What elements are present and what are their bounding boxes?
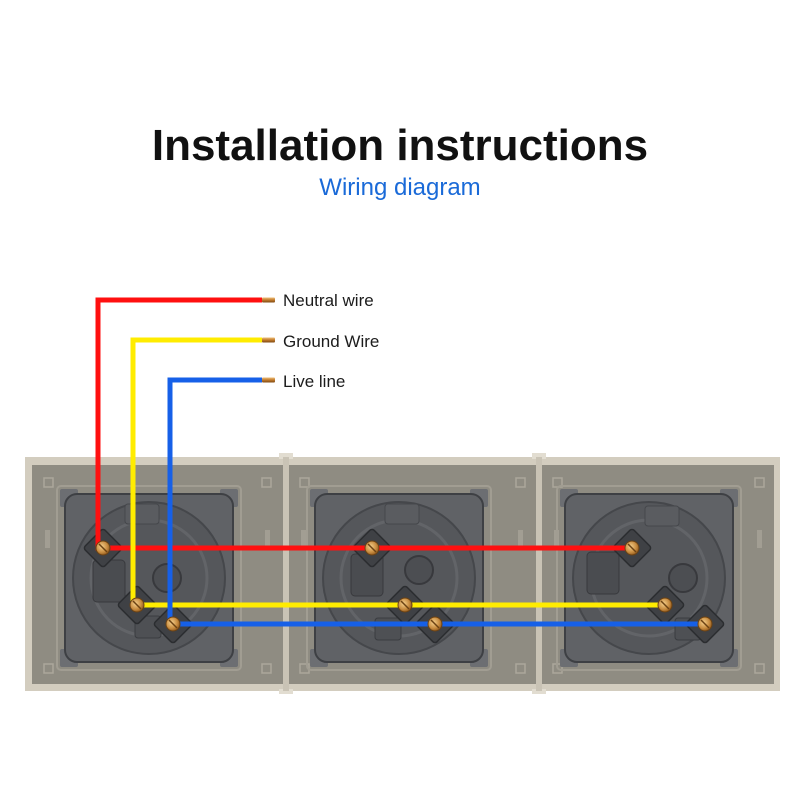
terminal-screws: [95, 540, 713, 632]
corner-marker: [515, 663, 526, 674]
corner-marker: [754, 663, 765, 674]
plate-corner-markers: [43, 477, 765, 674]
side-slot: [45, 530, 50, 548]
legend-label-ground: Ground Wire: [283, 332, 380, 351]
socket-module-left: [56, 485, 242, 671]
screw-icon: [165, 616, 181, 632]
top-clip: [384, 503, 420, 525]
page-title: Installation instructions: [151, 121, 649, 170]
socket-module-right: [556, 485, 742, 671]
screw-icon: [657, 597, 673, 613]
mounting-boss: [404, 555, 434, 585]
legend-label-live: Live line: [283, 372, 346, 391]
legend-label-neutral: Neutral wire: [283, 291, 374, 310]
screw-icon: [364, 540, 380, 556]
corner-marker: [261, 663, 272, 674]
page-subtitle: Wiring diagram: [319, 174, 481, 201]
terminal-blocks: [83, 528, 725, 644]
panel-joint-bump: [532, 689, 546, 694]
panel-joint-bump: [532, 453, 546, 459]
module-seat: [306, 485, 492, 671]
corner-marker: [261, 477, 272, 488]
wire-end-icon: [262, 377, 275, 383]
bottom-guide: [374, 617, 402, 641]
screw-icon: [624, 540, 640, 556]
panel-joint-bump: [279, 689, 293, 694]
module-seat: [556, 485, 742, 671]
mounting-boss: [668, 563, 698, 593]
corner-marker: [43, 477, 54, 488]
screw-icon: [129, 597, 145, 613]
screw-icon: [397, 597, 413, 613]
mounting-boss: [152, 563, 182, 593]
socket-module-middle: [306, 485, 492, 671]
corner-marker: [43, 663, 54, 674]
socket-modules: [56, 485, 742, 671]
wire-end-icon: [262, 297, 275, 303]
corner-marker: [754, 477, 765, 488]
socket-round-body: [572, 501, 726, 655]
screw-icon: [427, 616, 443, 632]
screw-icon: [95, 540, 111, 556]
earth-contact-block: [586, 551, 620, 595]
panel-joint-bump: [279, 453, 293, 459]
wire-ends: [262, 297, 275, 383]
side-slot: [265, 530, 270, 548]
plate-divider: [283, 457, 289, 691]
top-clip: [124, 503, 160, 525]
top-clip: [644, 505, 680, 527]
corner-marker: [299, 477, 310, 488]
module-seat: [56, 485, 242, 671]
screw-icon: [697, 616, 713, 632]
side-slot: [518, 530, 523, 548]
side-slot: [301, 530, 306, 548]
earth-contact-block: [92, 559, 126, 603]
corner-marker: [515, 477, 526, 488]
wire-end-icon: [262, 337, 275, 343]
plate-divider: [536, 457, 542, 691]
side-slot: [757, 530, 762, 548]
